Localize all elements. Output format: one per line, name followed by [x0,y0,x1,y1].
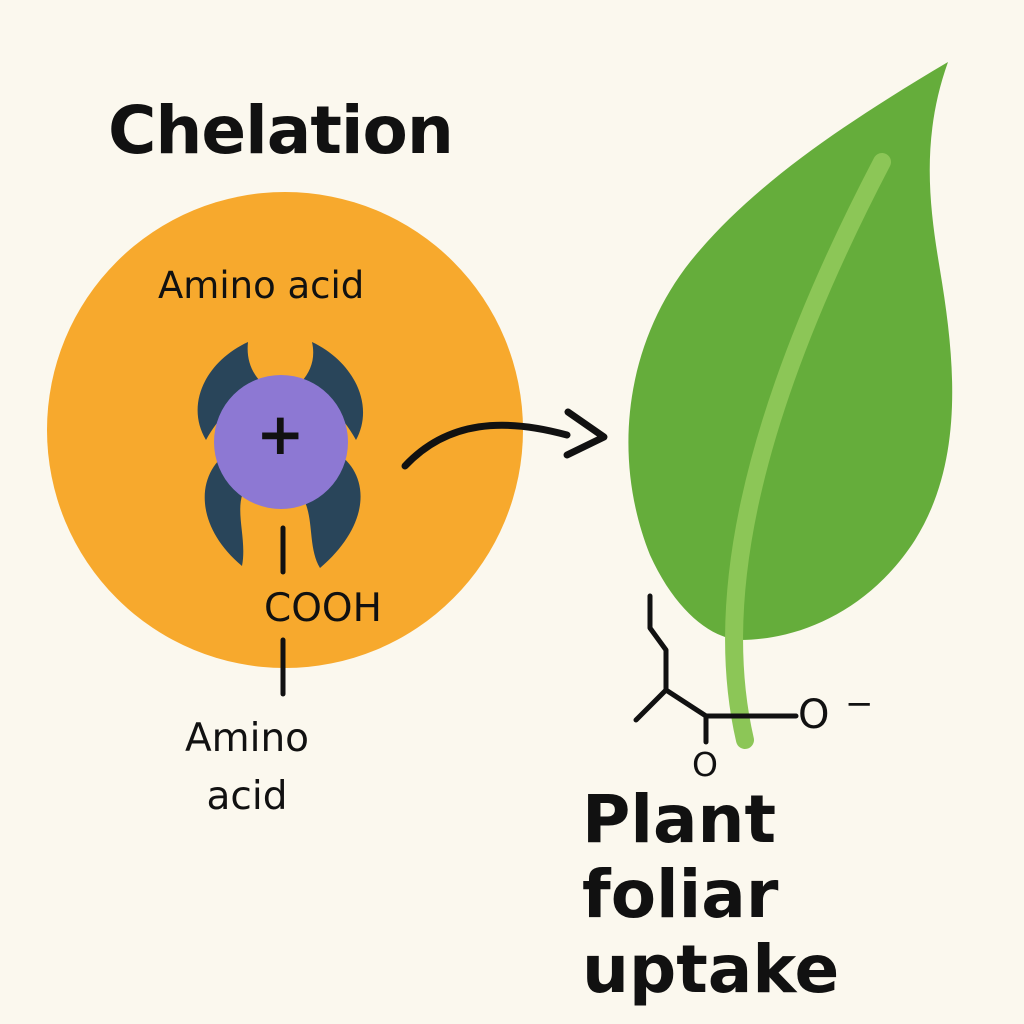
carbonyl-oxygen-label: O [692,745,718,784]
plant-foliar-uptake-caption: Plant foliar uptake [582,781,840,1008]
amino-acid-label-top: Amino acid [158,264,365,307]
leaf-vein [725,153,891,749]
ligand-arm-lower-right [304,450,361,568]
uptake-arrow-shaft [401,421,571,470]
carboxyl-group-label: COOH [264,586,382,631]
positive-charge-symbol: + [256,400,305,468]
uptake-arrowhead [563,408,608,459]
molecule-bonds [633,593,799,723]
metal-ion [214,375,348,509]
molecule-oxygen-label: O [798,692,830,738]
amino-acid-label-bottom: Amino acid [184,716,310,819]
diagram-title: Chelation [108,92,454,169]
ligand-arm-upper-left [197,342,266,440]
negative-charge-symbol: − [845,684,874,724]
ligand-arm-upper-right [296,342,364,440]
